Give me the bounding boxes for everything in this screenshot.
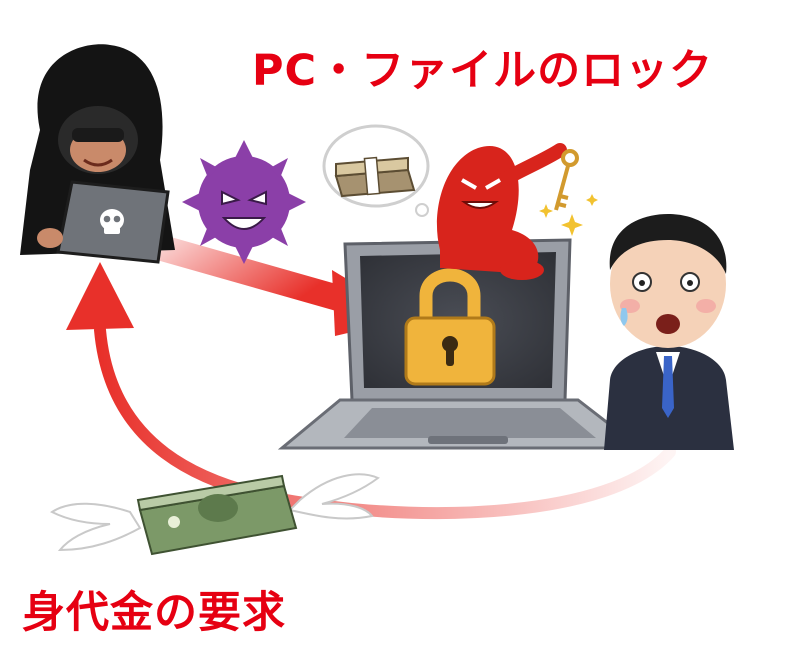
flying-money <box>50 473 380 556</box>
sparkle-icon <box>539 194 598 236</box>
lock-caption: PC・ファイルのロック <box>252 46 714 96</box>
victim-businessman <box>604 214 734 450</box>
key-icon <box>554 149 579 211</box>
hooded-hacker <box>20 44 175 264</box>
yen-bundle-icon <box>334 156 416 198</box>
skull-icon <box>100 209 124 234</box>
ransom-caption: 身代金の要求 <box>22 588 286 638</box>
wing-icon <box>50 473 380 552</box>
money-thought-bubble <box>322 124 430 217</box>
locked-laptop <box>277 238 645 450</box>
winged-banknotes-icon <box>136 474 298 556</box>
padlock-icon <box>404 268 496 386</box>
red-devil <box>436 143 598 280</box>
virus <box>182 140 306 264</box>
